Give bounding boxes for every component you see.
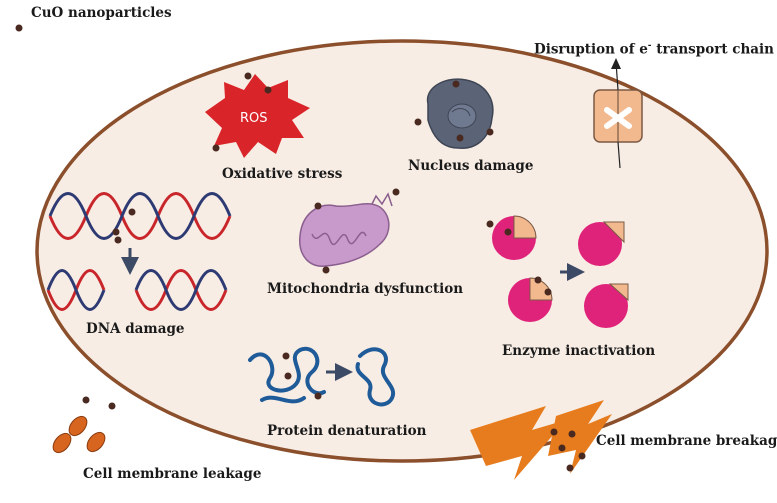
nanoparticles [15,24,586,472]
enzyme-icon [492,215,629,328]
lightning-bolt-icon [470,400,612,480]
legend-label: CuO nanoparticles [31,5,172,21]
etc-label-sup: - [647,41,652,51]
leak-oval-icon [52,415,106,454]
etc-label-prefix: Disruption of e [534,41,648,58]
protein-coil-icon [248,346,396,407]
dna-helix-icon [46,192,232,311]
nucleus-icon [426,78,494,149]
membrane-breakage-label: Cell membrane breakage [596,433,777,449]
mitochondria-icon [299,192,393,267]
nucleus-damage-label: Nucleus damage [408,158,534,174]
cell-body [35,39,769,463]
ros-label: ROS [240,111,268,126]
etc-label-suffix: transport chain [651,41,774,58]
membrane-protein-icon [593,58,643,169]
mitochondria-label: Mitochondria dysfunction [267,281,464,297]
membrane-leakage-label: Cell membrane leakage [83,466,262,482]
enzyme-inactivation-label: Enzyme inactivation [502,343,656,359]
oxidative-stress-label: Oxidative stress [222,166,343,182]
etc-disruption-label: Disruption of e- transport chain [534,42,774,57]
legend-particle [15,24,23,32]
dna-damage-label: DNA damage [86,321,185,337]
protein-denaturation-label: Protein denaturation [267,423,427,439]
ros-burst-icon [205,74,310,158]
